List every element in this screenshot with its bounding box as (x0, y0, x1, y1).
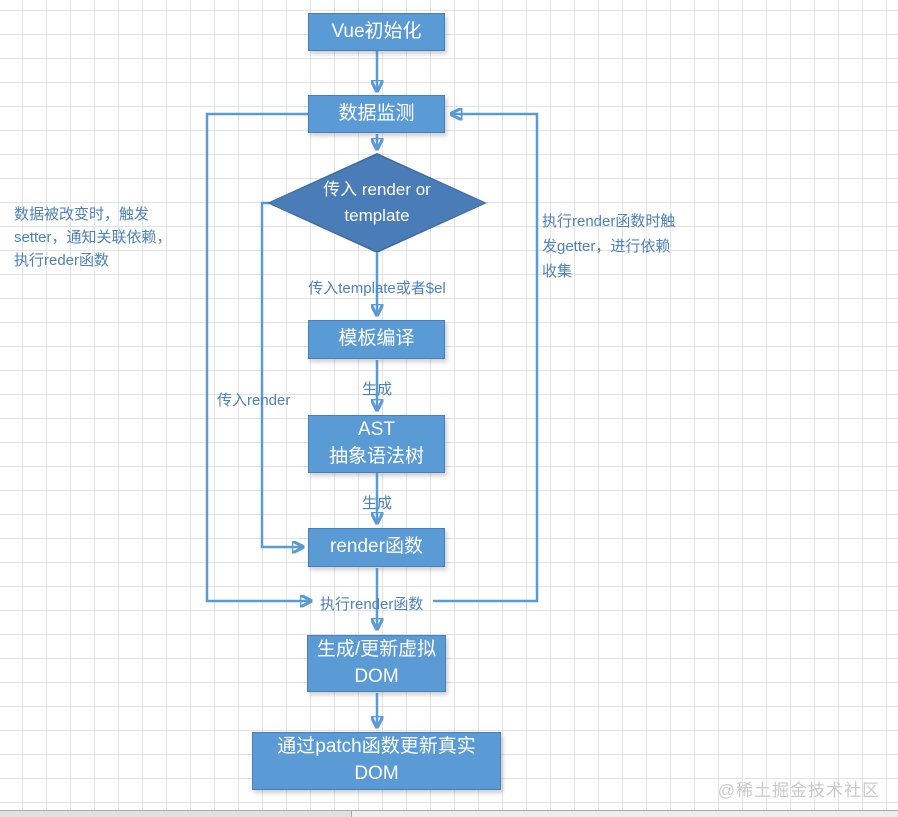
edge-label-generate-render: 生成 (361, 495, 392, 512)
decision-label-line1: 传入 render or (323, 179, 431, 199)
connector-observe-to-exec-render-loop (205, 112, 311, 601)
connector-decision-pass-render-branch (260, 201, 303, 547)
annotation-getter-line3: 收集 (542, 263, 573, 280)
annotation-setter-trigger: 数据被改变时，触发 setter，通知关联依赖， 执行reder函数 (14, 203, 172, 272)
node-virtual-dom-line2: DOM (354, 665, 399, 687)
node-ast-line2: 抽象语法树 (328, 446, 424, 467)
node-data-observe[interactable]: 数据监测 (308, 95, 445, 133)
connector-exec-render-to-observe-loop (433, 114, 539, 603)
node-virtual-dom-line1: 生成/更新虚拟 (316, 638, 437, 660)
decision-label-line2: template (344, 206, 410, 225)
annotation-getter-line2: 发getter，进行依赖 (542, 238, 671, 255)
watermark-juejin: @稀土掘金技术社区 (717, 781, 880, 800)
node-template-compile[interactable]: 模板编译 (308, 320, 445, 359)
node-render-function-label: render函数 (330, 536, 423, 558)
node-ast-line1: AST (358, 419, 395, 441)
node-patch-real-dom[interactable]: 通过patch函数更新真实 DOM (252, 732, 501, 790)
edge-label-exec-render: 执行render函数 (320, 596, 424, 613)
node-ast[interactable]: AST 抽象语法树 (308, 415, 445, 473)
annotation-getter-line1: 执行render函数时触 (542, 213, 676, 230)
decision-diamond-text: 传入 render or template (267, 153, 487, 253)
node-virtual-dom[interactable]: 生成/更新虚拟 DOM (307, 635, 446, 692)
node-patch-real-dom-line1: 通过patch函数更新真实 (277, 736, 476, 758)
edge-label-pass-render: 传入render (217, 392, 291, 409)
horizontal-scrollbar[interactable] (0, 810, 898, 817)
scrollbar-left-segment[interactable] (0, 811, 352, 817)
annotation-setter-line1: 数据被改变时，触发 (14, 206, 150, 223)
node-decision-render-or-template[interactable]: 传入 render or template (267, 153, 487, 253)
node-vue-init-label: Vue初始化 (331, 20, 422, 42)
node-vue-init[interactable]: Vue初始化 (308, 13, 445, 51)
node-template-compile-label: 模板编译 (338, 328, 415, 350)
annotation-setter-line2: setter，通知关联依赖， (14, 229, 172, 246)
annotation-setter-line3: 执行reder函数 (14, 252, 110, 269)
node-patch-real-dom-line2: DOM (354, 763, 399, 784)
node-render-function[interactable]: render函数 (308, 528, 445, 567)
edge-label-generate-ast: 生成 (361, 381, 392, 398)
edge-label-pass-template: 传入template或者$el (308, 280, 446, 297)
node-data-observe-label: 数据监测 (338, 102, 415, 124)
annotation-getter-collect: 执行render函数时触 发getter，进行依赖 收集 (542, 209, 675, 284)
